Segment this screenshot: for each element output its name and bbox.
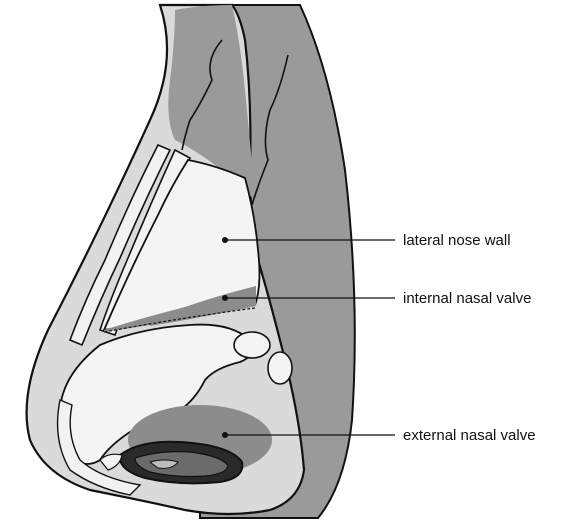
sesamoid-cartilage-1 bbox=[233, 331, 271, 359]
alar-rim-strip bbox=[56, 399, 142, 496]
internal-valve-dashed-line bbox=[103, 307, 256, 333]
lateral-nose-wall-cartilage bbox=[102, 159, 261, 332]
sesamoid-cartilage-2 bbox=[267, 351, 293, 385]
nasal-bone-region bbox=[168, 5, 255, 200]
bone-suture-line-2 bbox=[251, 54, 289, 206]
bone-suture-line bbox=[181, 39, 223, 151]
label-lateral-nose-wall: lateral nose wall bbox=[403, 232, 511, 249]
nostril-highlight bbox=[148, 459, 179, 469]
columella-tip bbox=[99, 453, 123, 471]
label-external-nasal-valve: external nasal valve bbox=[403, 427, 536, 444]
label-internal-nasal-valve: internal nasal valve bbox=[403, 290, 531, 307]
dorsum-strip-outer bbox=[68, 143, 172, 347]
internal-nasal-valve-band bbox=[150, 286, 256, 326]
nostril-inner bbox=[134, 451, 229, 478]
